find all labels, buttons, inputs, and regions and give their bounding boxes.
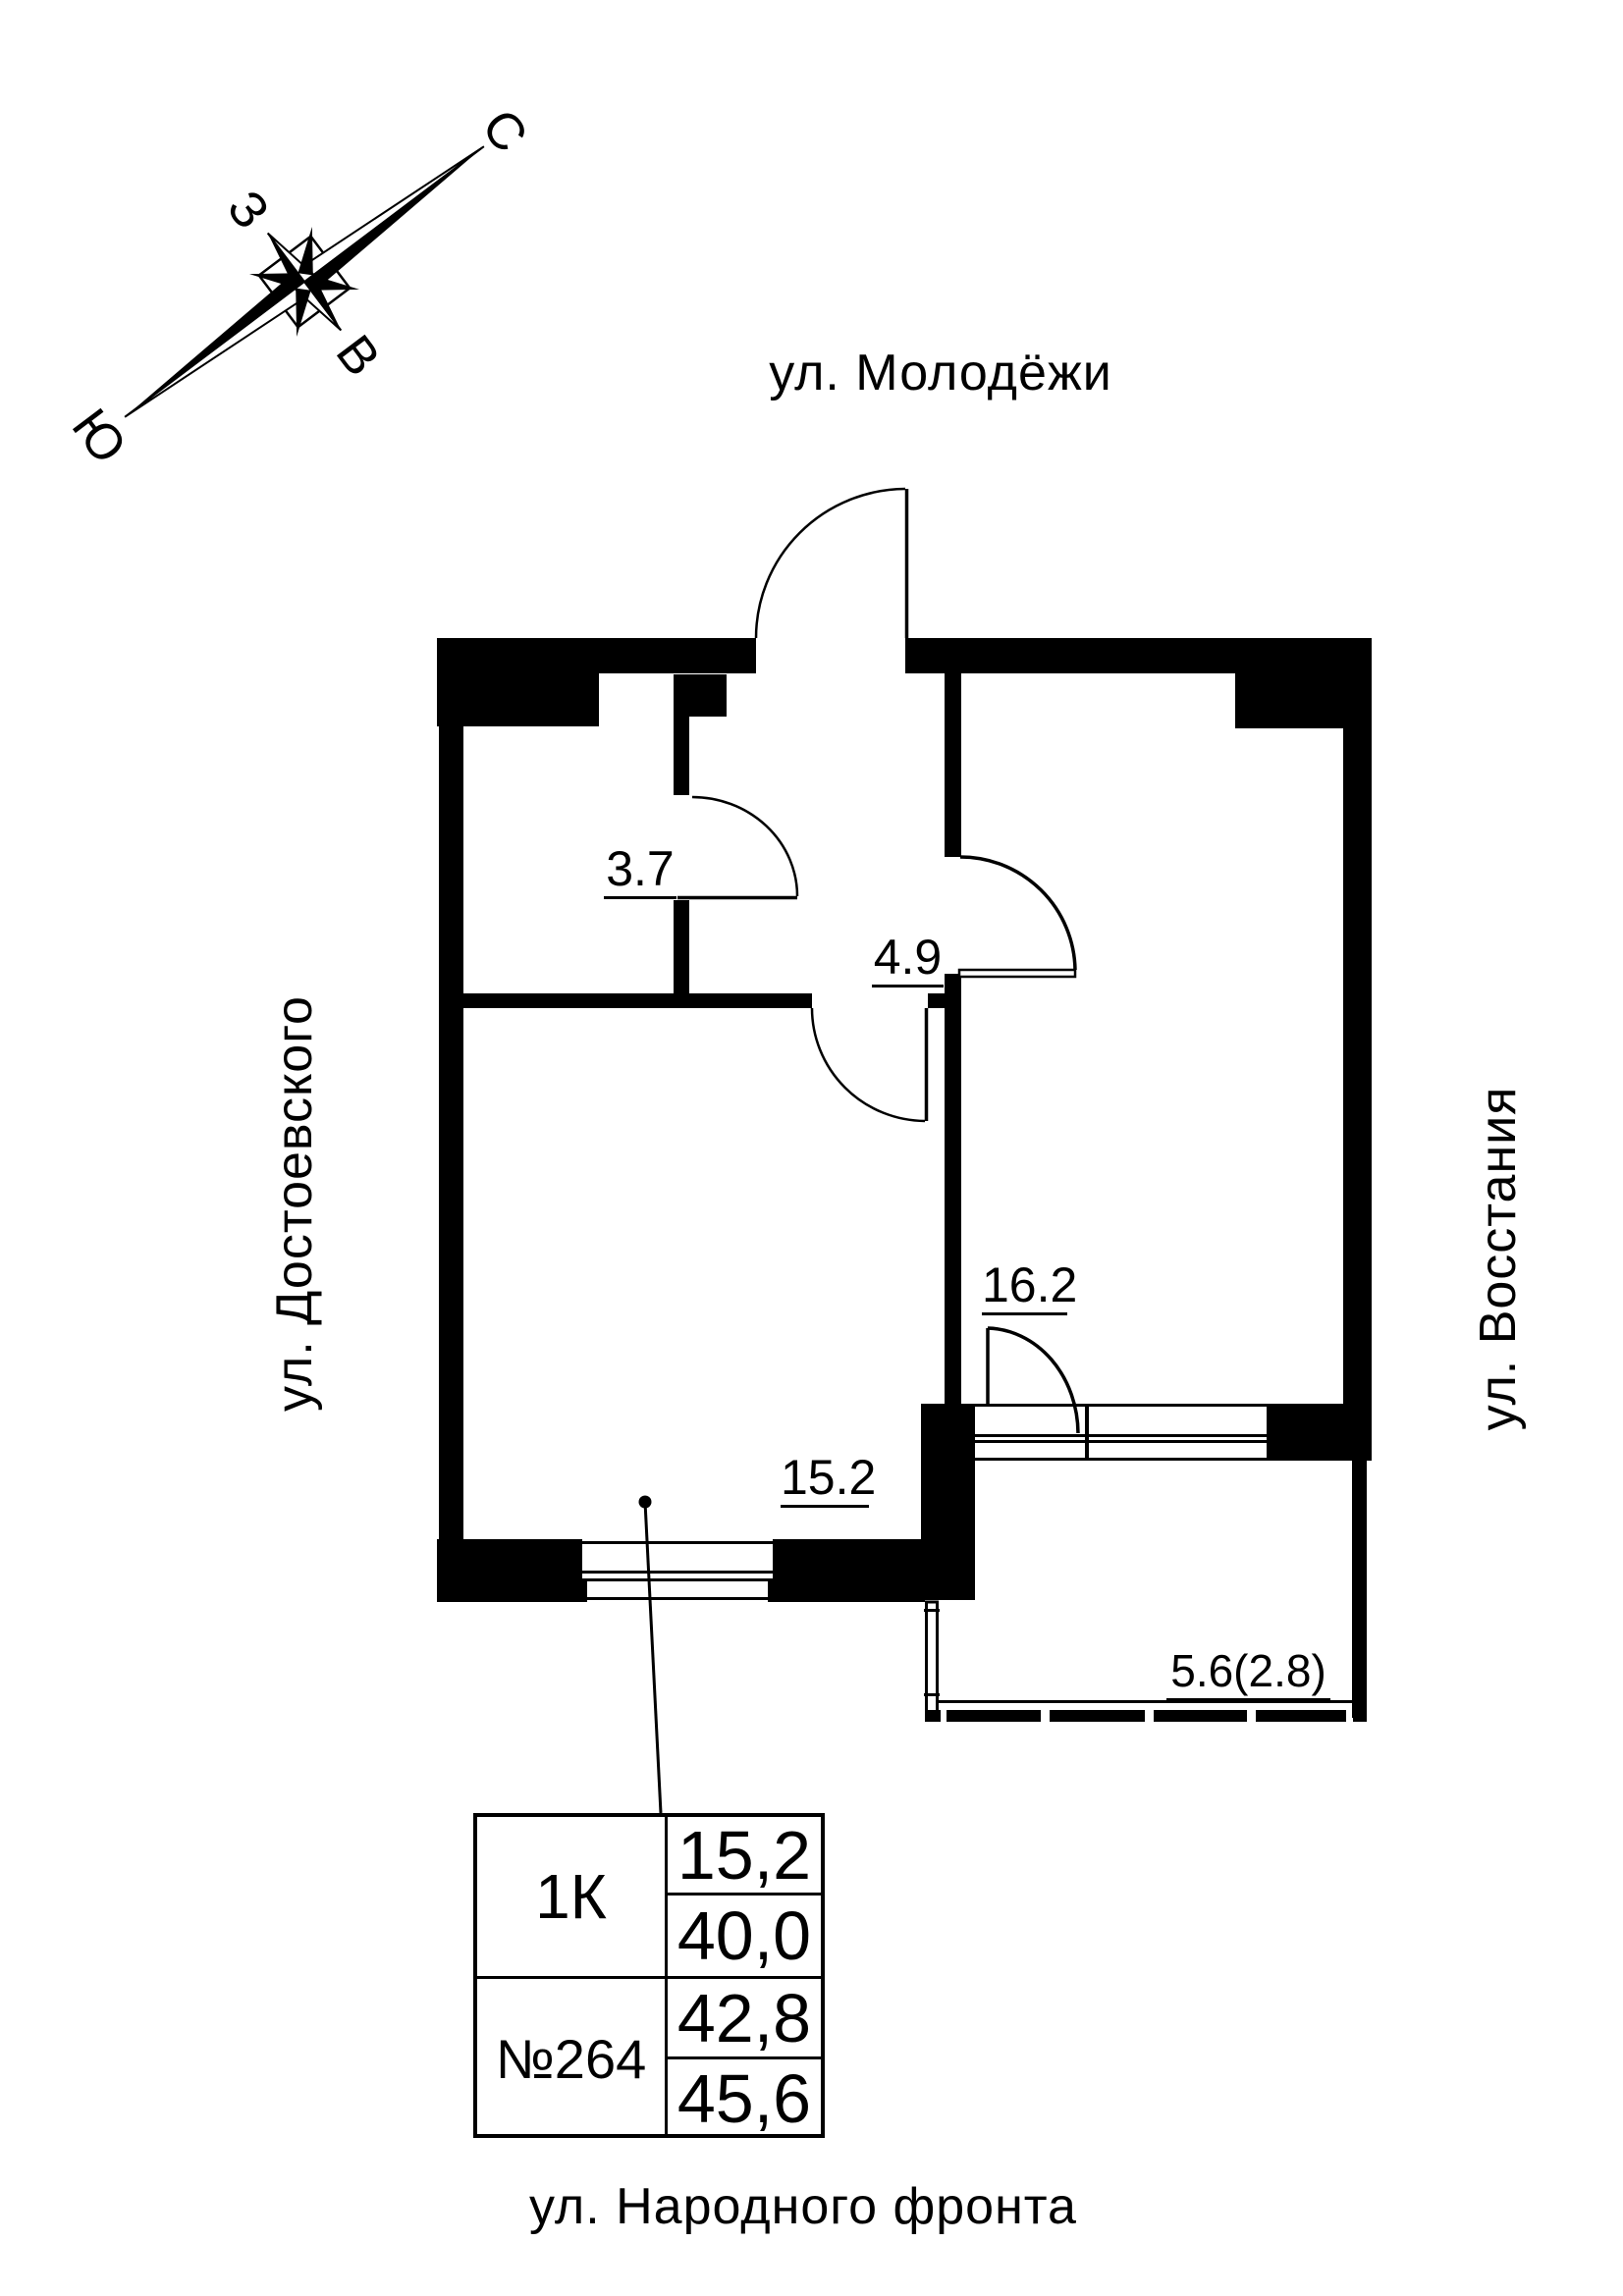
compass-label-east: В [325,325,391,387]
balcony-inner-edge [938,1700,1360,1703]
window-room-balcony-band [975,1404,1267,1461]
window-living-room [581,1541,774,1602]
balcony-railing-gap [1247,1710,1256,1722]
balcony-railing-gap [1041,1710,1050,1722]
compass-point-sw [248,273,298,289]
window-line [975,1458,1267,1461]
balcony-tick [924,1609,940,1612]
room-area-label-4-9: 4.9 [872,932,944,988]
window-jamb [582,1580,587,1602]
compass-label-north: С [470,99,538,163]
room-area-label-3-7: 3.7 [604,843,676,899]
compass-point-ne [310,275,360,291]
wall-bathroom-right-upper [674,674,689,795]
window-divider [1085,1404,1089,1461]
living-area-value: 15,2 [665,1817,821,1894]
compass-needle-north-open [295,145,485,284]
balcony-railing-gap [1346,1710,1353,1722]
interior-walls [463,673,961,1404]
balcony-railing-gap [941,1710,947,1722]
wall-corner-top-left [437,638,599,726]
wall-left [439,726,463,1539]
room-area-label-15-2: 15.2 [781,1452,876,1508]
balcony-wall-left [925,1600,939,1720]
compass-needle-north-filled [304,146,484,294]
wall-top-left-segment [597,638,756,673]
street-label-top: ул. Молодёжи [769,345,1112,401]
compass-needle-south-filled [125,270,304,417]
balcony-tick [924,1693,940,1696]
compass-rose-icon: С Ю З В [61,99,538,474]
total-area-value: 45,6 [665,2056,821,2138]
area-value-3: 42,8 [665,1976,821,2056]
window-line [975,1440,1267,1443]
street-label-bottom: ул. Народного фронта [529,2178,1077,2235]
area-value-2: 40,0 [665,1893,821,1976]
window-line [975,1434,1267,1437]
street-label-left: ул. Достоевского [266,995,323,1412]
bathroom-door-arc [691,795,799,897]
apartment-number: №264 [477,1976,665,2138]
wall-pier-balcony-left [921,1404,975,1600]
wall-bathroom-right-lower [674,900,689,1008]
window-line [581,1571,774,1574]
room-area-label-balcony: 5.6(2.8) [1166,1645,1330,1701]
compass-label-south: Ю [61,399,137,474]
leader-stem [643,1501,663,1814]
room-door-leaf [957,968,1077,979]
compass-point-se [296,288,311,338]
apartment-info-table: 1К 15,2 40,0 №264 42,8 45,6 [473,1813,825,2138]
street-label-right: ул. Восстания [1470,1086,1527,1431]
compass-point-nw [298,226,313,276]
window-line [587,1597,768,1600]
wall-living-top [463,993,812,1008]
wall-bottom-right-of-window [773,1539,925,1602]
doors [677,487,1080,1434]
room-area-label-16-2: 16.2 [982,1259,1077,1315]
wall-right [1343,728,1372,1461]
balcony-outline [924,1445,1367,1722]
window-jamb [768,1580,773,1602]
wall-room-left-upper [945,673,961,857]
room-door-arc [959,855,1077,971]
apartment-type: 1К [535,1861,607,1932]
wall-top-right-segment [905,638,1372,673]
living-door-arc [810,1007,926,1123]
entrance-door-arc [754,487,906,639]
wall-corner-top-right [1235,673,1372,728]
balcony-door-arc [987,1326,1080,1434]
wall-room-left-lower [945,974,961,1404]
wall-bottom-left-of-window [437,1539,582,1602]
window-line [975,1404,1267,1407]
window-line [581,1578,774,1581]
balcony-railing-gap [1145,1710,1154,1722]
compass-needle-south-open [124,280,314,418]
compass-label-west: З [216,181,280,240]
balcony-wall-right [1352,1445,1367,1718]
window-line [581,1541,774,1544]
exterior-walls [437,638,1372,1602]
wall-hall-block [689,674,727,717]
leader-line [638,1495,663,1814]
